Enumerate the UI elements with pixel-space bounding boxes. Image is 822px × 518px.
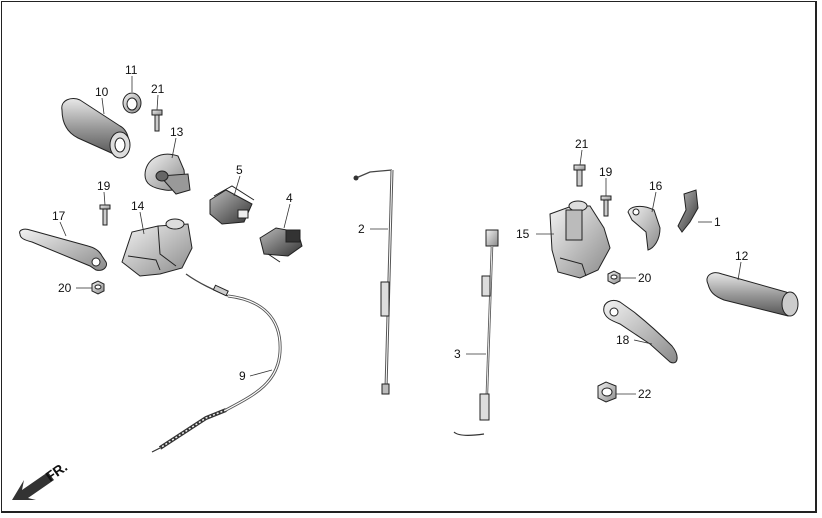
left-bracket-part <box>121 218 193 277</box>
left-grip-part <box>61 97 131 159</box>
callout-10: 10 <box>95 85 109 99</box>
right-lever-part <box>603 299 678 364</box>
callout-labels: 1 2 3 4 5 9 10 11 12 13 14 15 16 17 18 1… <box>52 63 749 401</box>
bolt-part-19-left <box>99 204 111 226</box>
callout-15: 15 <box>516 227 530 241</box>
callout-18: 18 <box>616 333 630 347</box>
front-cable-part <box>353 169 394 395</box>
clip-part <box>677 189 699 233</box>
callout-19-left: 19 <box>97 179 111 193</box>
callout-2: 2 <box>358 222 365 236</box>
callout-1: 1 <box>714 215 721 229</box>
callout-17: 17 <box>52 209 66 223</box>
callout-19-right: 19 <box>599 165 613 179</box>
callout-20-left: 20 <box>58 281 72 295</box>
callout-22: 22 <box>638 387 652 401</box>
callout-9: 9 <box>239 369 246 383</box>
callout-16: 16 <box>649 179 663 193</box>
left-lever-part <box>19 228 107 271</box>
callout-5: 5 <box>236 163 243 177</box>
bolt-part-left <box>151 109 163 132</box>
nut-part-22 <box>597 381 617 403</box>
callout-21-right: 21 <box>575 137 589 151</box>
clutch-cable-part <box>151 273 282 453</box>
nut-part-left <box>91 280 105 295</box>
clamp-ring-part <box>122 92 142 114</box>
throttle-cable-part <box>453 229 499 436</box>
callout-4: 4 <box>286 191 293 205</box>
switch-housing-part <box>259 227 303 263</box>
bolt-part-19-right <box>600 195 612 217</box>
right-bracket-part <box>549 200 611 279</box>
callout-20-right: 20 <box>638 271 652 285</box>
switch-assembly-part <box>209 185 255 225</box>
callout-13: 13 <box>170 125 184 139</box>
callout-11: 11 <box>125 63 138 77</box>
callout-3: 3 <box>454 347 461 361</box>
nut-part-right <box>607 270 621 285</box>
callout-12: 12 <box>735 249 749 263</box>
callout-14: 14 <box>131 199 145 213</box>
lever-guard-part <box>627 205 661 251</box>
bolt-part-right <box>573 164 586 187</box>
callout-21-left: 21 <box>151 82 165 96</box>
throttle-housing-part <box>144 153 191 195</box>
leader-lines <box>59 76 742 395</box>
front-direction-arrow <box>12 472 54 500</box>
right-grip-part <box>706 272 799 317</box>
